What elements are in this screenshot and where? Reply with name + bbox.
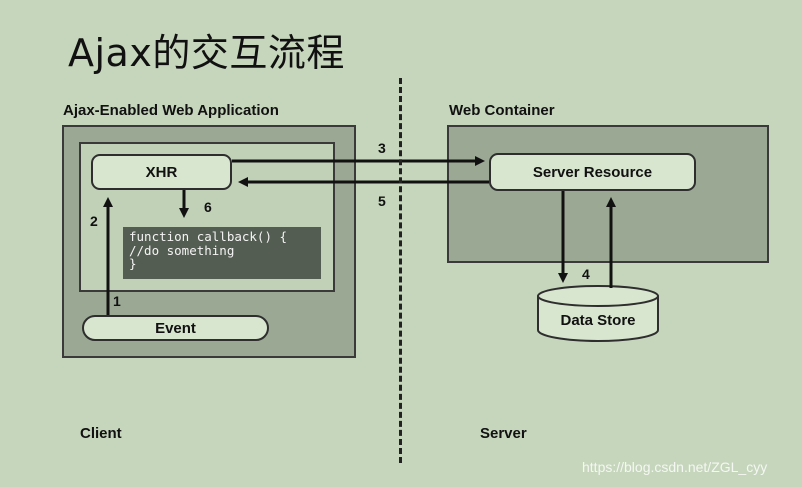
event-node: Event [82,315,269,341]
step-number: 1 [113,293,121,309]
diagram-title: Ajax的交互流程 [68,31,345,75]
watermark-text: https://blog.csdn.net/ZGL_cyy [582,459,768,475]
client-section-label: Ajax-Enabled Web Application [63,102,279,119]
code-line: } [129,256,137,271]
web-container-box [447,125,769,263]
step-number: 5 [378,193,386,209]
data-store-cylinder-icon [537,285,659,342]
client-server-divider [399,78,402,463]
xhr-node: XHR [91,154,232,190]
step-number: 2 [90,213,98,229]
code-line: function callback() { [129,229,288,244]
server-resource-node: Server Resource [489,153,696,191]
step-number: 4 [582,266,590,282]
callback-code-block: function callback() { //do something } [123,227,321,279]
step-number: 3 [378,140,386,156]
step-number: 6 [204,199,212,215]
code-line: //do something [129,242,235,258]
client-footer-label: Client [80,425,122,442]
server-footer-label: Server [480,425,527,442]
server-section-label: Web Container [449,102,555,119]
data-store-label: Data Store [560,312,636,329]
